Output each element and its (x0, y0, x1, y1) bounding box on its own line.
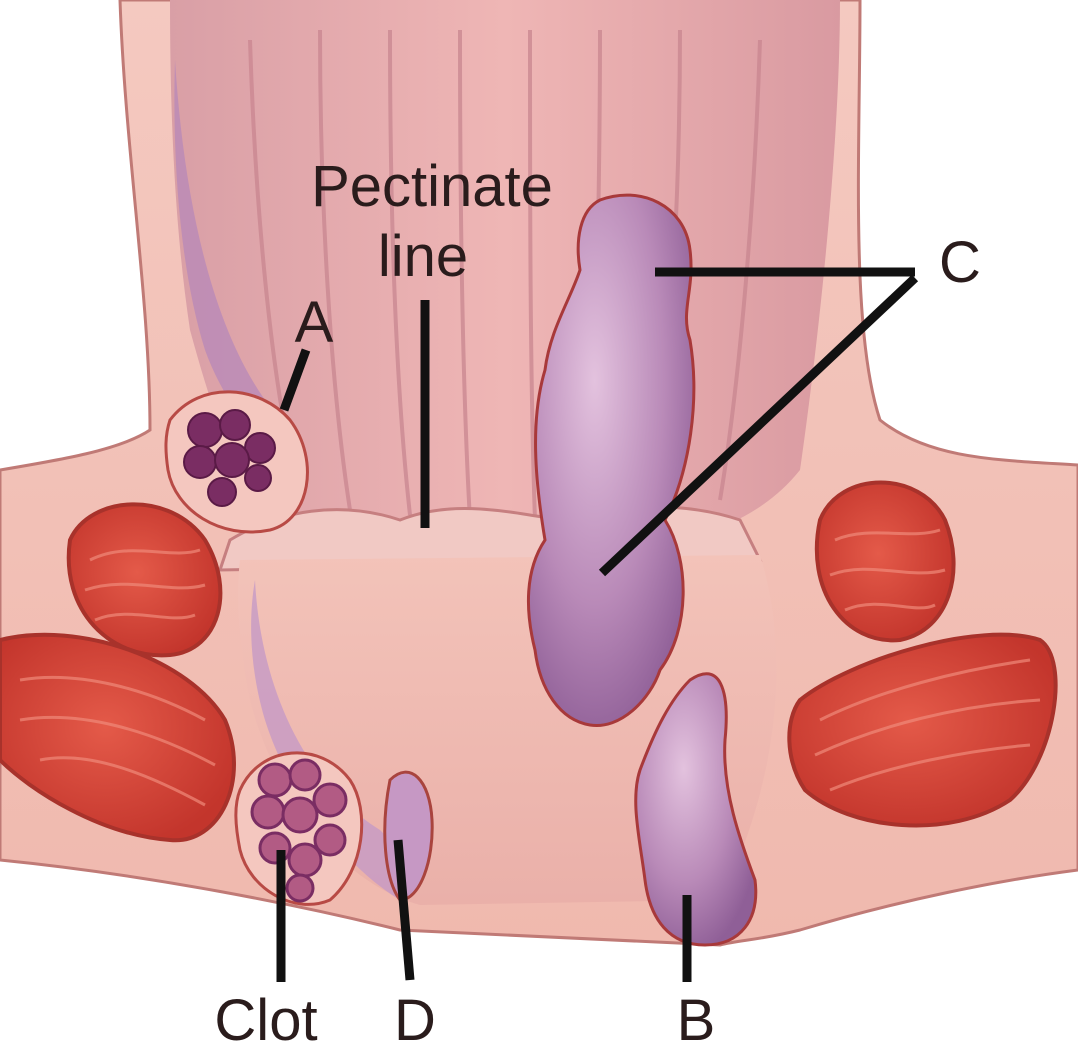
label-clot: Clot (214, 988, 317, 1046)
label-pectinate: Pectinate (311, 154, 553, 219)
label-d: D (394, 988, 436, 1046)
label-a: A (295, 290, 334, 355)
label-line: line (378, 224, 468, 289)
label-c: C (939, 230, 981, 295)
label-b: B (677, 988, 716, 1046)
